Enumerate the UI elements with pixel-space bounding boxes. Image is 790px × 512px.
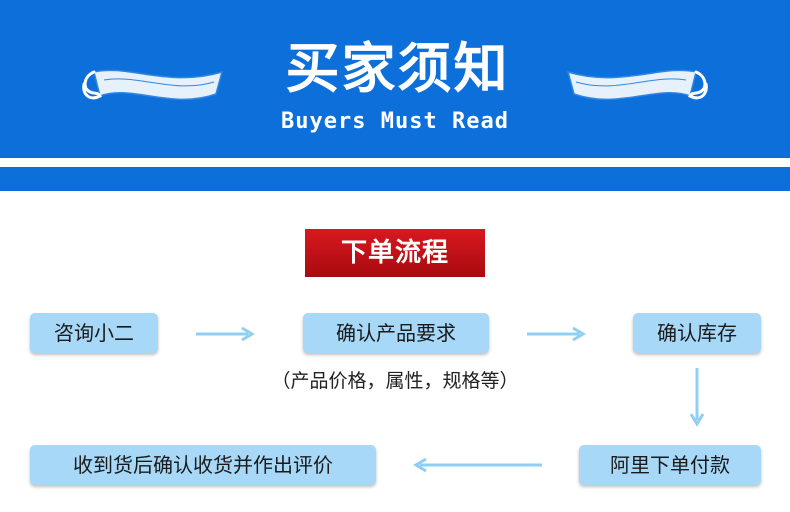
ribbon-left-icon [82,69,224,101]
section-title-badge: 下单流程 [305,229,485,277]
arrow-left-icon [413,457,542,473]
step-confirm-stock: 确认库存 [633,313,761,353]
ribbon-right-icon [566,69,708,101]
step-order-pay: 阿里下单付款 [579,445,761,485]
page-subtitle: Buyers Must Read [281,109,509,134]
header-stripe [0,167,790,191]
step-confirm-requirements: 确认产品要求 [303,313,489,353]
page-title: 买家须知 [285,37,510,100]
step-receive-review: 收到货后确认收货并作出评价 [30,445,376,485]
step-note: （产品价格，属性，规格等） [271,370,519,392]
step-consult: 咨询小二 [30,313,158,353]
arrow-right-icon [196,326,255,342]
arrow-right-icon [527,326,586,342]
arrow-down-icon [689,368,705,427]
